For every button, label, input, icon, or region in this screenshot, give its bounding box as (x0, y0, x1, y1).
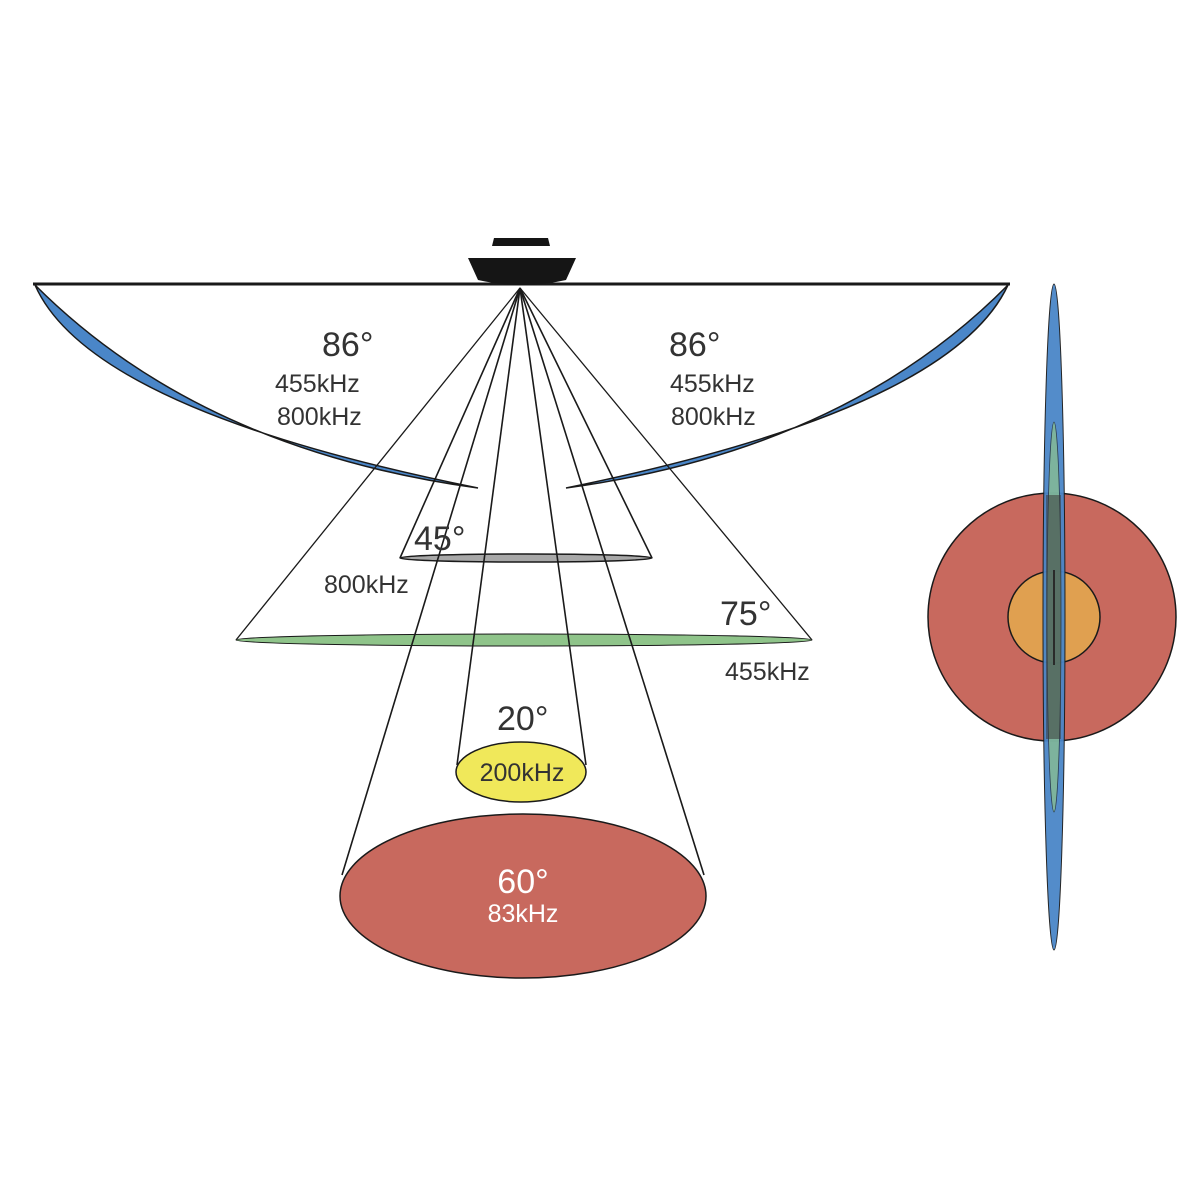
beam-75-angle-label: 75° (720, 595, 771, 633)
right-side-freq2-label: 800kHz (671, 403, 756, 431)
beam-footprint-800 (399, 553, 653, 563)
beam-20-angle-label: 20° (497, 700, 548, 738)
beam-cone-60 (339, 287, 707, 979)
beam-20-freq-label: 200kHz (480, 759, 565, 787)
beam-60-freq-label: 83kHz (488, 900, 559, 928)
beam-footprint-83 (339, 813, 707, 979)
beam-footprint-455 (235, 633, 813, 647)
front-view-diagram (927, 283, 1177, 951)
beam-cone-75 (235, 287, 813, 647)
side-beam-right (565, 284, 1009, 489)
beam-cone-20 (455, 287, 587, 803)
beam-60-angle-label: 60° (497, 863, 548, 901)
beam-cone-45 (399, 287, 653, 563)
right-side-angle-label: 86° (669, 326, 720, 364)
left-side-angle-label: 86° (322, 326, 373, 364)
left-side-freq1-label: 455kHz (275, 370, 360, 398)
side-beam-left (34, 284, 479, 489)
boat-icon (468, 238, 576, 285)
beam-footprint-200 (455, 741, 587, 803)
left-side-freq2-label: 800kHz (277, 403, 362, 431)
beam-45-angle-label: 45° (414, 520, 465, 558)
beam-45-freq-label: 800kHz (324, 571, 409, 599)
beam-75-freq-label: 455kHz (725, 658, 810, 686)
right-side-freq1-label: 455kHz (670, 370, 755, 398)
